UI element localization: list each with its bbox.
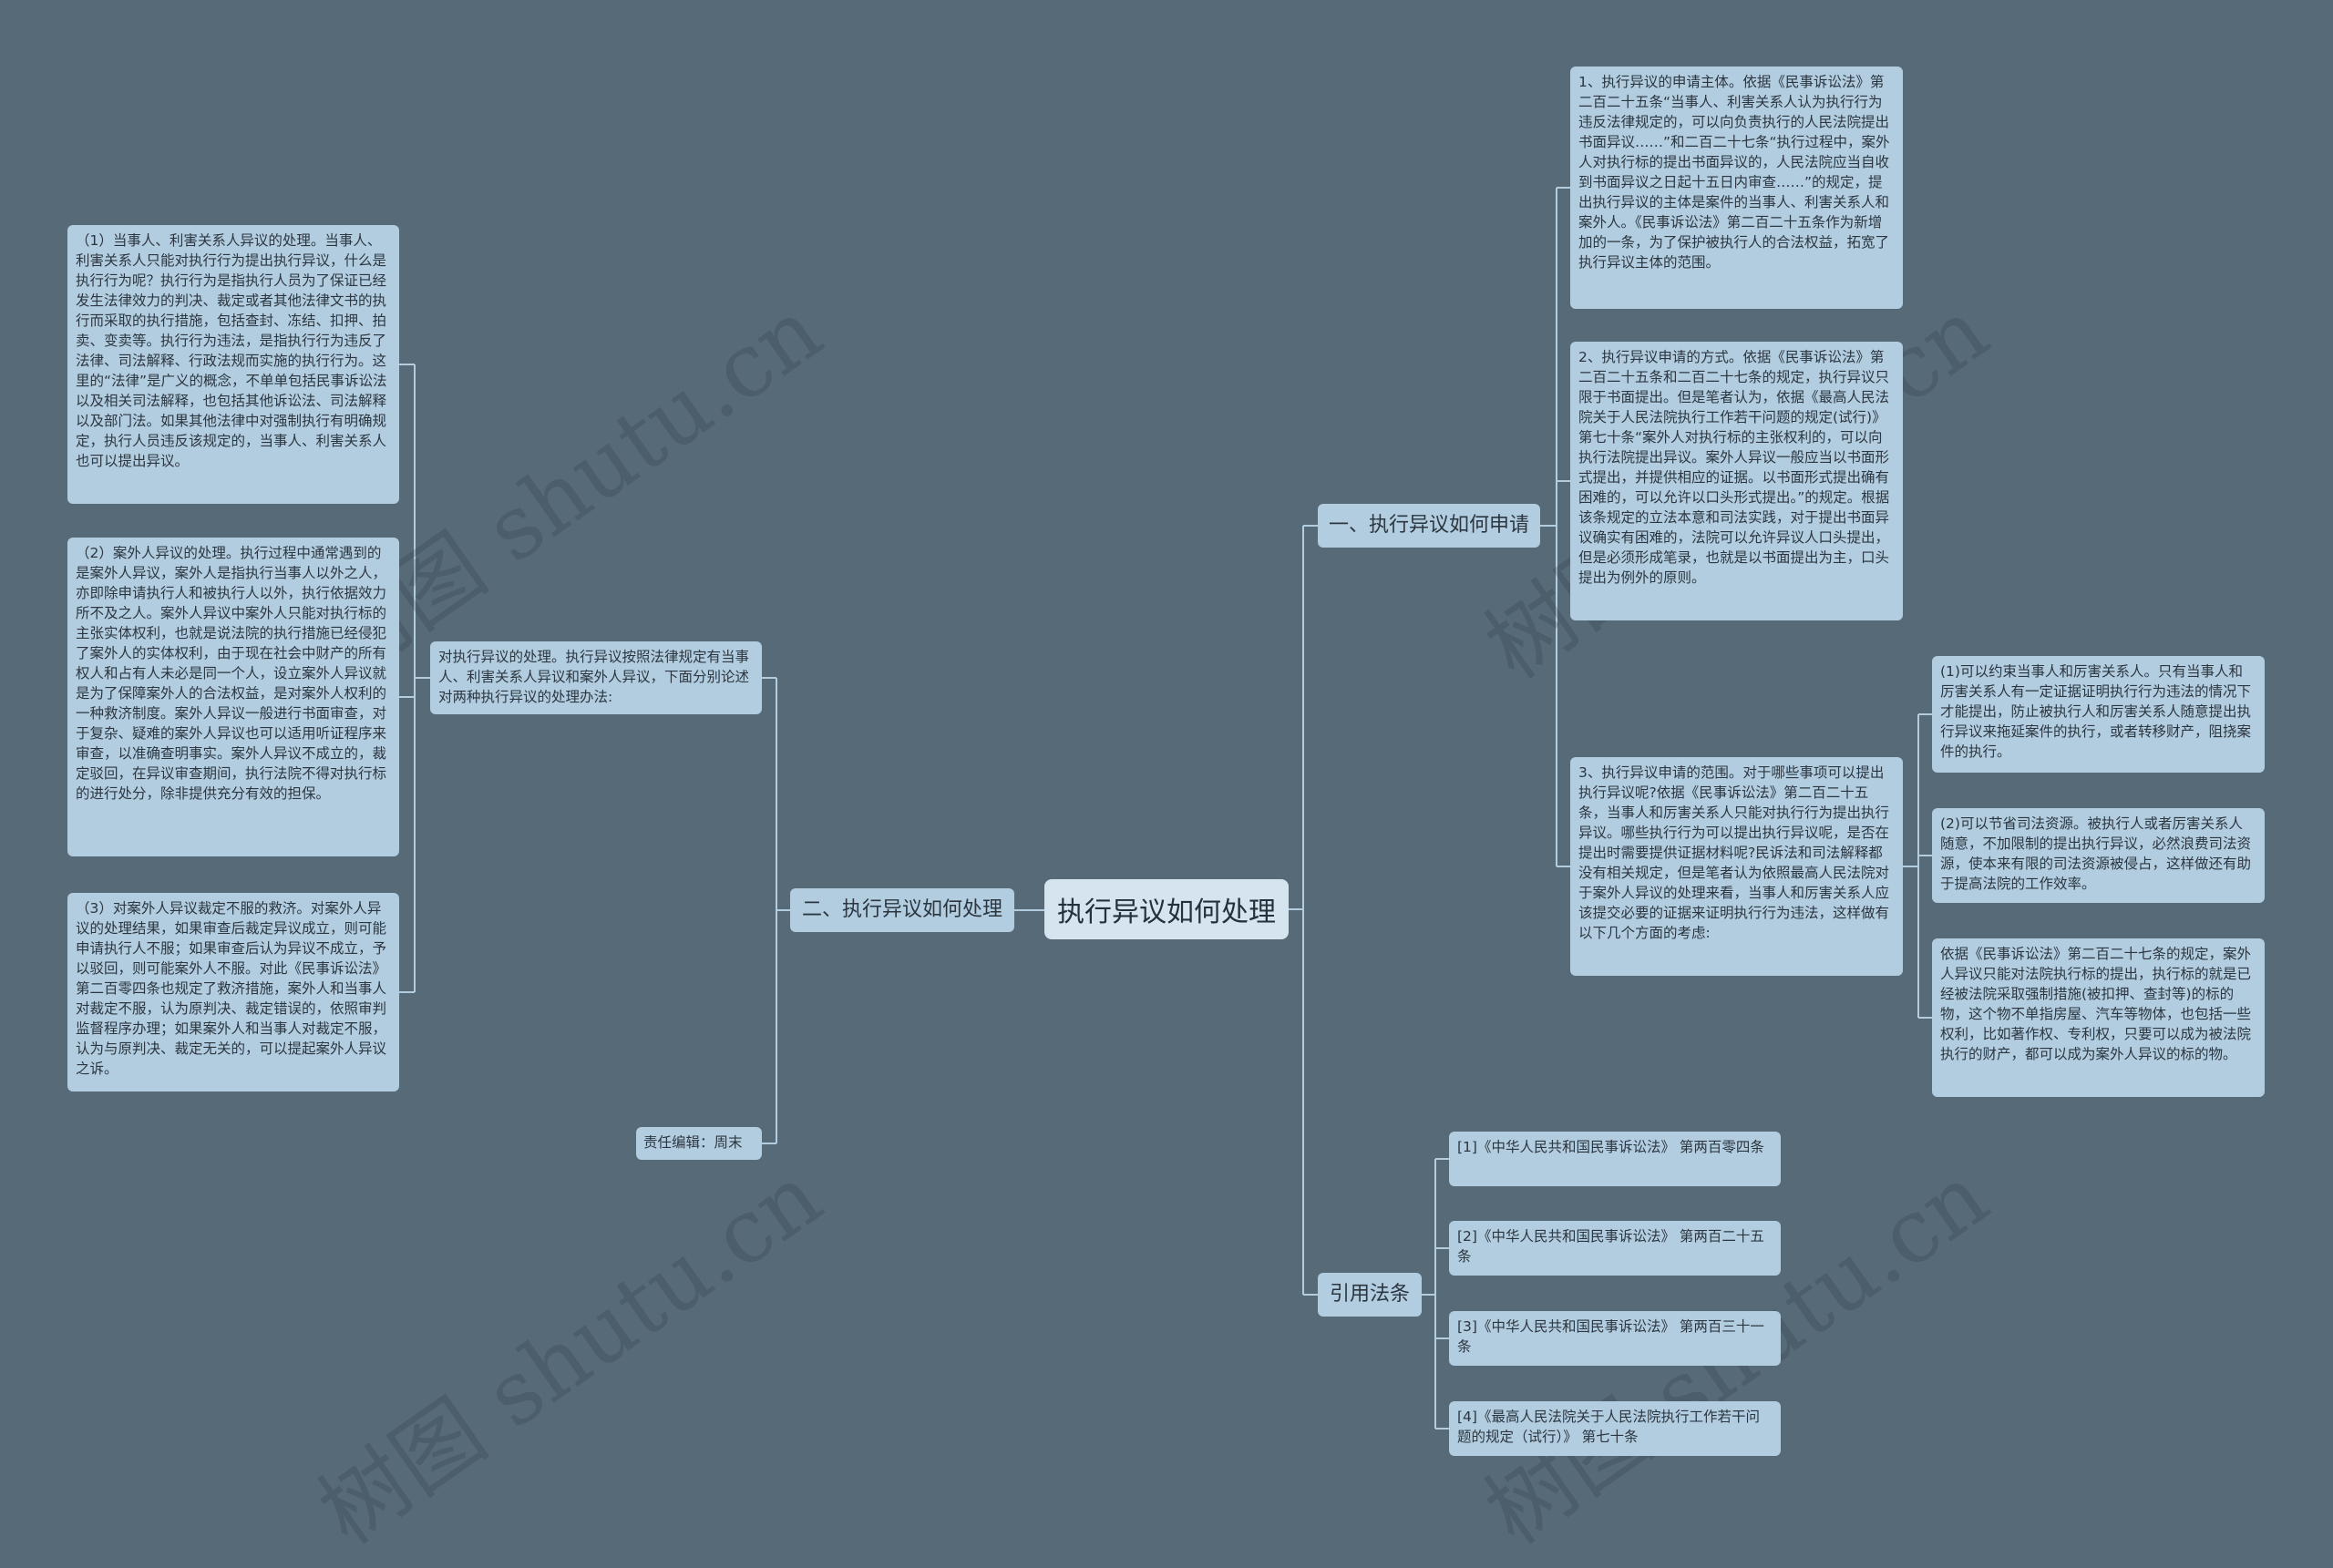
handle-item-outsider[interactable]: （2）案外人异议的处理。执行过程中通常遇到的是案外人异议，案外人是指执行当事人以… xyxy=(67,538,399,856)
branch-handle-node[interactable]: 二、执行异议如何处理 xyxy=(790,888,1014,932)
branch-apply-node[interactable]: 一、执行异议如何申请 xyxy=(1318,504,1540,548)
ref-item-4[interactable]: [4]《最高人民法院关于人民法院执行工作若干问题的规定（试行）》 第七十条 xyxy=(1449,1401,1781,1456)
scope-sub-resources[interactable]: (2)可以节省司法资源。被执行人或者厉害关系人随意，不加限制的提出执行异议，必然… xyxy=(1932,808,2265,903)
handle-item-remedy[interactable]: （3）对案外人异议裁定不服的救济。对案外人异议的处理结果，如果审查后裁定异议成立… xyxy=(67,893,399,1091)
handle-intro[interactable]: 对执行异议的处理。执行异议按照法律规定有当事人、利害关系人异议和案外人异议，下面… xyxy=(430,641,762,714)
apply-item-scope[interactable]: 3、执行异议申请的范围。对于哪些事项可以提出执行异议呢?依据《民事诉讼法》第二百… xyxy=(1570,757,1903,976)
apply-item-subject[interactable]: 1、执行异议的申请主体。依据《民事诉讼法》第二百二十五条“当事人、利害关系人认为… xyxy=(1570,67,1903,309)
mind-map-canvas: 树图 shutu.cn 树图 shutu.cn 树图 shutu.cn 树图 s… xyxy=(67,67,2265,1563)
connector-lines xyxy=(399,187,1932,1430)
ref-item-2[interactable]: [2]《中华人民共和国民事诉讼法》 第两百二十五条 xyxy=(1449,1221,1781,1276)
branch-refs-node[interactable]: 引用法条 xyxy=(1318,1273,1422,1317)
scope-sub-constrain[interactable]: (1)可以约束当事人和厉害关系人。只有当事人和厉害关系人有一定证据证明执行行为违… xyxy=(1932,656,2265,773)
ref-item-3[interactable]: [3]《中华人民共和国民事诉讼法》 第两百三十一条 xyxy=(1449,1311,1781,1366)
handle-item-parties[interactable]: （1）当事人、利害关系人异议的处理。当事人、利害关系人只能对执行行为提出执行异议… xyxy=(67,225,399,504)
apply-item-method[interactable]: 2、执行异议申请的方式。依据《民事诉讼法》第二百二十五条和二百二十七条的规定，执… xyxy=(1570,342,1903,620)
root-node[interactable]: 执行异议如何处理 xyxy=(1044,879,1289,939)
editor-credit[interactable]: 责任编辑：周末 xyxy=(636,1127,762,1160)
ref-item-1[interactable]: [1]《中华人民共和国民事诉讼法》 第两百零四条 xyxy=(1449,1132,1781,1186)
scope-sub-outsider[interactable]: 依据《民事诉讼法》第二百二十七条的规定，案外人异议只能对法院执行标的提出，执行标… xyxy=(1932,938,2265,1097)
